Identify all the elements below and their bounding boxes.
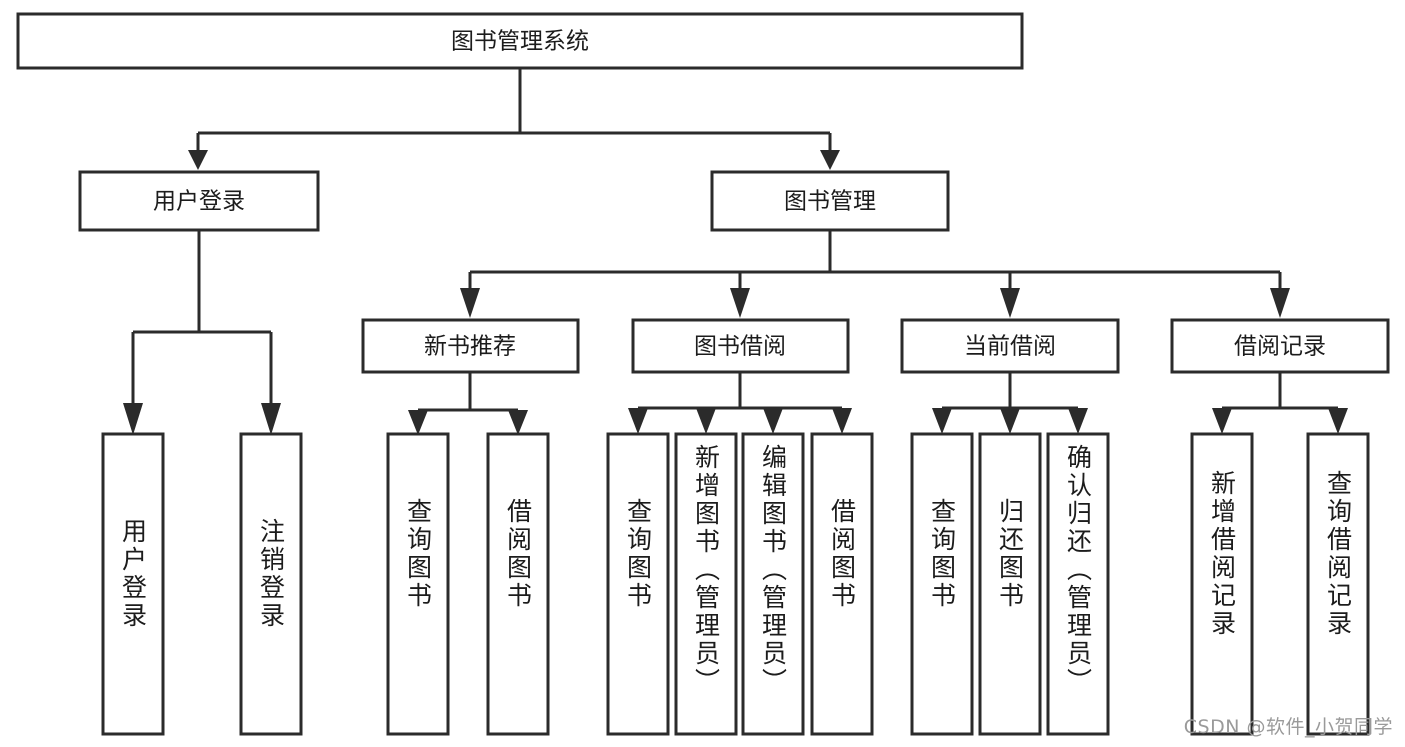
leaf-box-bb-query-book[interactable] [606, 432, 670, 736]
leaf-box-user-login[interactable] [101, 432, 165, 736]
node-borrow-record-rect [1170, 318, 1390, 374]
node-book-borrow[interactable]: 图书借阅 [631, 318, 850, 374]
node-borrow-record[interactable]: 借阅记录 [1170, 318, 1390, 374]
node-current-borrow-label: 当前借阅 [964, 334, 1056, 360]
node-new-book-recommend[interactable]: 新书推荐 [361, 318, 580, 374]
arrow-head-to-new-book-recommend [460, 288, 480, 318]
node-user-login[interactable]: 用户登录 [78, 170, 320, 232]
leaf-box-br-query-record[interactable] [1306, 432, 1370, 736]
node-book-manage-label: 图书管理 [784, 189, 876, 215]
arrow-head-borrow-record-leaf-2 [1328, 408, 1348, 434]
leaf-box-nbr-borrow-book[interactable] [486, 432, 550, 736]
node-root[interactable]: 图书管理系统 [16, 12, 1024, 70]
leaf-box-bb-add-book[interactable] [674, 432, 738, 736]
arrow-head-root-to-book-manage [820, 150, 840, 170]
watermark-text: CSDN @软件_小贺同学 [1183, 716, 1393, 738]
arrow-head-borrow-record-leaf-1 [1212, 408, 1232, 434]
arrow-head-to-borrow-record [1270, 288, 1290, 318]
leaf-box-nbr-query-book[interactable] [386, 432, 450, 736]
arrow-head-new-book-leaf-1 [408, 410, 428, 435]
leaf-box-bb-borrow-book[interactable] [810, 432, 874, 736]
leaf-box-logout[interactable] [239, 432, 303, 736]
arrow-head-root-to-user-login [188, 150, 208, 170]
node-new-book-recommend-rect [361, 318, 580, 374]
node-user-login-label: 用户登录 [153, 189, 245, 215]
leaf-box-cb-return-book[interactable] [978, 432, 1042, 736]
node-root-rect [16, 12, 1024, 70]
arrow-head-current-borrow-leaf-3 [1068, 408, 1088, 434]
leaf-box-cb-confirm-return[interactable] [1046, 432, 1110, 736]
node-current-borrow[interactable]: 当前借阅 [900, 318, 1120, 374]
arrow-head-book-borrow-leaf-1 [628, 408, 648, 434]
arrow-head-new-book-leaf-2 [508, 410, 528, 435]
arrow-head-to-leaf-user-login [123, 403, 143, 435]
arrow-head-book-borrow-leaf-2 [696, 408, 716, 434]
arrow-head-book-borrow-leaf-3 [763, 408, 783, 434]
arrow-head-current-borrow-leaf-2 [1000, 408, 1020, 434]
leaf-box-cb-query-book[interactable] [910, 432, 974, 736]
arrow-head-to-book-borrow [730, 288, 750, 318]
node-book-manage[interactable]: 图书管理 [710, 170, 950, 232]
leaf-box-bb-edit-book[interactable] [741, 432, 805, 736]
node-new-book-recommend-label: 新书推荐 [424, 334, 516, 360]
node-book-manage-rect [710, 170, 950, 232]
node-borrow-record-label: 借阅记录 [1234, 334, 1326, 360]
leaf-box-br-add-record[interactable] [1190, 432, 1254, 736]
arrow-head-to-leaf-logout [261, 403, 281, 435]
node-book-borrow-rect [631, 318, 850, 374]
arrow-head-to-current-borrow [1000, 288, 1020, 318]
arrow-head-current-borrow-leaf-1 [932, 408, 952, 434]
node-current-borrow-rect [900, 318, 1120, 374]
arrow-head-book-borrow-leaf-4 [832, 408, 852, 434]
node-book-borrow-label: 图书借阅 [694, 334, 786, 360]
node-root-label: 图书管理系统 [451, 29, 589, 55]
